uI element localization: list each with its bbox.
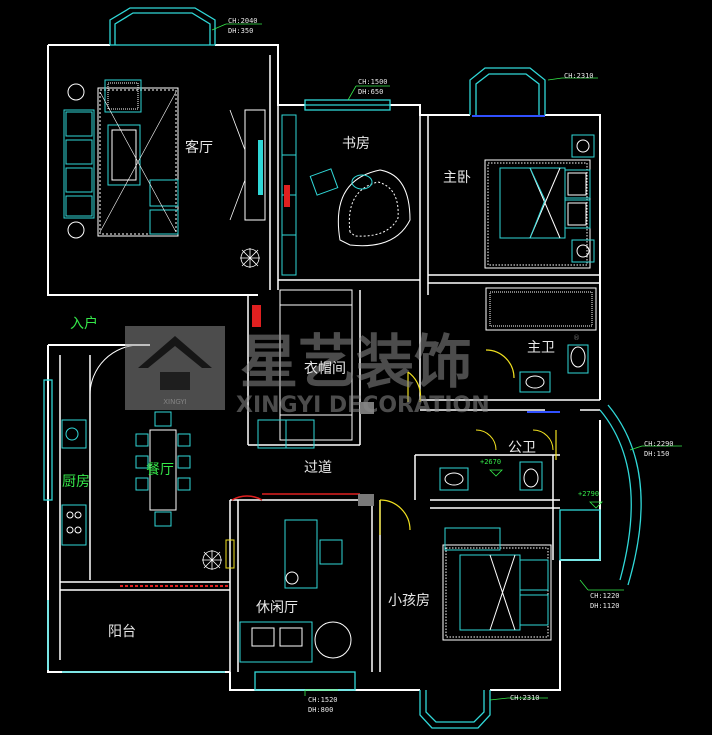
dim-leisure-ch: CH:1520 [308, 696, 338, 704]
level-markers [489, 469, 603, 509]
label-cloakroom: 衣帽间 [304, 361, 346, 377]
master-bath-fixtures [485, 287, 597, 393]
interior-walls [59, 55, 600, 672]
watermark: XINGYI 星艺装饰 XINGYI DECORATION ® [125, 326, 580, 418]
dim-study-dh: DH:650 [358, 88, 383, 96]
label-master-bath: 主卫 [527, 340, 555, 356]
dim-level-1: +2670 [480, 458, 501, 466]
watermark-brand-cn: 星艺装饰 [240, 328, 472, 396]
label-entrance: 入户 [70, 315, 98, 332]
red-marker [256, 305, 261, 327]
label-public-bath: 公卫 [508, 440, 536, 456]
cloakroom-fixtures [252, 289, 353, 449]
dim-bay-ch: CH:2290 [644, 440, 674, 448]
label-study: 书房 [342, 136, 370, 152]
doors [379, 349, 557, 535]
watermark-brand-en: XINGYI DECORATION [236, 393, 490, 418]
label-kitchen: 厨房 [62, 474, 90, 490]
study-furniture [281, 114, 411, 276]
leisure-furniture [225, 493, 360, 663]
dim-side-dh: DH:1120 [590, 602, 620, 610]
dim-level-2: +2790 [578, 490, 599, 498]
tv-cabinet [229, 109, 266, 221]
living-sofa-set [63, 79, 179, 239]
label-living: 客厅 [185, 139, 213, 156]
master-bed [484, 134, 595, 269]
label-corridor: 过道 [304, 460, 332, 476]
dim-study-ch: CH:1500 [358, 78, 388, 86]
door-frame-gray [358, 402, 374, 506]
label-leisure: 休闲厅 [256, 600, 298, 616]
label-balcony: 阳台 [108, 624, 136, 640]
dimension-leaders [211, 23, 682, 701]
plant-living [240, 248, 260, 268]
kitchen-counter [61, 419, 87, 546]
label-dining: 餐厅 [146, 462, 174, 478]
watermark-registered: ® [573, 334, 580, 342]
kids-bed [442, 527, 552, 641]
blue-accents [472, 115, 560, 413]
dim-master-ch: CH:2310 [564, 72, 594, 80]
dim-living-dh: DH:350 [228, 27, 253, 35]
dim-kids-ch: CH:2310 [510, 694, 540, 702]
dim-side-ch: CH:1220 [590, 592, 620, 600]
label-kids-room: 小孩房 [388, 593, 430, 609]
label-master-bedroom: 主卧 [443, 170, 471, 186]
dim-bay-dh: DH:150 [644, 450, 669, 458]
public-bath-fixtures [439, 429, 554, 491]
windows [43, 7, 642, 729]
dim-living-ch: CH:2040 [228, 17, 258, 25]
dim-leisure-dh: DH:800 [308, 706, 333, 714]
plant-dining [202, 550, 222, 570]
watermark-logo-text: XINGYI [163, 398, 187, 406]
